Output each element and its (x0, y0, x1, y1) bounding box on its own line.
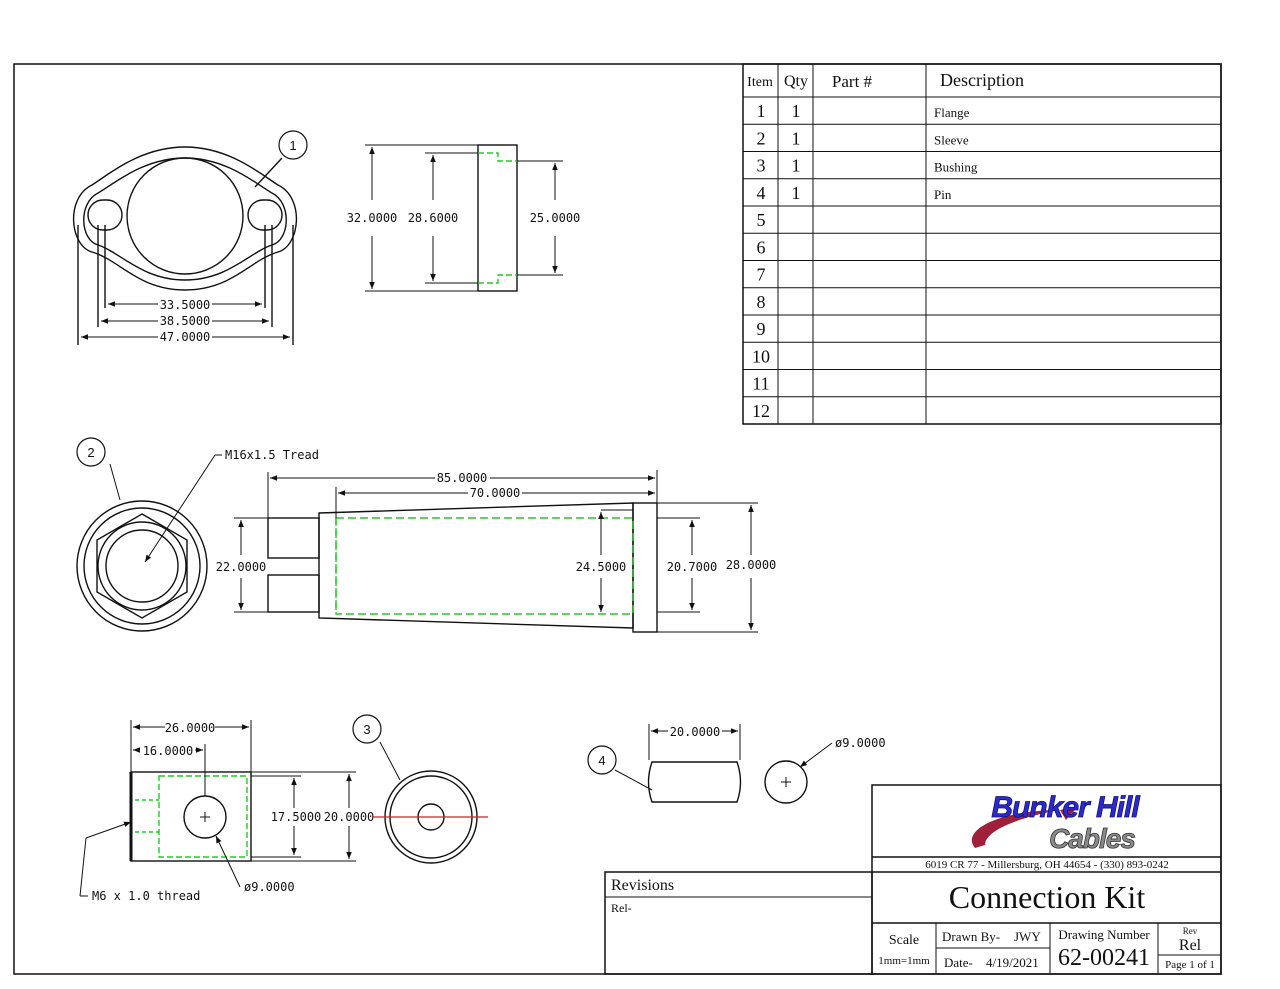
rev-value: Rel (1179, 937, 1202, 954)
bom-cell-qty: 1 (792, 183, 801, 203)
dim-bush-16: 16.0000 (143, 744, 194, 758)
bom-cell-item: 1 (757, 101, 766, 121)
bom-cell-item: 3 (757, 156, 766, 176)
pin-view (614, 724, 833, 804)
note-thread: M16x1.5 Tread (225, 448, 319, 462)
bom-cell-item: 5 (757, 210, 766, 230)
bom-cell-description: Pin (934, 187, 952, 202)
bom-cell-item: 9 (757, 319, 766, 339)
flange-dimensions (81, 301, 290, 340)
date-value: 4/19/2021 (986, 955, 1039, 970)
bom-cell-item: 8 (757, 292, 766, 312)
balloon-1-label: 1 (289, 138, 296, 153)
logo-line2: Cables (1049, 823, 1135, 854)
dim-bush-d9: ø9.0000 (244, 880, 295, 894)
flange-side-view (365, 144, 563, 292)
dim-pin-20: 20.0000 (670, 725, 721, 739)
bom-header-description: Description (940, 70, 1024, 90)
bushing-end-view (372, 741, 488, 864)
dim-side-25: 25.0000 (530, 211, 581, 225)
company-address: 6019 CR 77 - Millersburg, OH 44654 - (33… (925, 859, 1169, 871)
balloon-3-label: 3 (363, 722, 370, 737)
dim-bush-17: 17.5000 (271, 810, 322, 824)
title-block (604, 784, 1222, 975)
bom-cell-item: 6 (757, 237, 766, 257)
drawing-title: Connection Kit (949, 879, 1146, 915)
bom-cell-item: 11 (752, 374, 769, 394)
dim-sleeve-85: 85.0000 (437, 471, 488, 485)
dim-sleeve-24: 24.5000 (576, 560, 627, 574)
balloon-2-label: 2 (87, 445, 94, 460)
bom-cell-qty: 1 (792, 156, 801, 176)
balloon-4 (587, 745, 617, 775)
dim-pin-d9: ø9.0000 (835, 736, 886, 750)
bom-cell-item: 4 (757, 183, 766, 203)
dim-bush-26: 26.0000 (165, 721, 216, 735)
bushing-side-view (79, 720, 356, 897)
bom-cell-description: Sleeve (934, 132, 969, 147)
rev-label: Rev (1183, 926, 1198, 936)
balloon-2 (76, 437, 106, 467)
scale-label: Scale (889, 933, 919, 948)
logo-line1: Bunker Hill (991, 791, 1140, 824)
bom-header-item: Item (747, 75, 773, 90)
bom-cell-item: 10 (752, 346, 770, 366)
dim-side-32: 32.0000 (347, 211, 398, 225)
dim-side-28: 28.6000 (408, 211, 459, 225)
dim-bush-20: 20.0000 (324, 810, 375, 824)
balloon-4-label: 4 (598, 753, 605, 768)
dim-sleeve-70: 70.0000 (470, 486, 521, 500)
dim-flange-33: 33.5000 (160, 298, 211, 312)
drawing-number: 62-00241 (1058, 945, 1150, 971)
balloon-1 (278, 130, 308, 160)
bom-cell-description: Bushing (934, 160, 978, 175)
revision-entry: Rel- (611, 901, 632, 915)
balloon-3 (352, 714, 382, 744)
bom-cell-description: Flange (934, 105, 970, 120)
dim-sleeve-20: 20.7000 (667, 560, 718, 574)
dim-sleeve-22: 22.0000 (216, 560, 267, 574)
drawing-number-label: Drawing Number (1058, 927, 1150, 942)
company-logo: Bunker Hill Cables (971, 791, 1142, 854)
sleeve-end-view (76, 454, 222, 632)
bom-cell-qty: 1 (792, 128, 801, 148)
bom-cell-qty: 1 (792, 101, 801, 121)
drawn-by-value: JWY (1014, 929, 1041, 944)
bom-header-part: Part # (832, 72, 873, 91)
dim-flange-38: 38.5000 (160, 314, 211, 328)
flange-front-view (72, 146, 298, 345)
dim-flange-47: 47.0000 (160, 330, 211, 344)
drawn-by-label: Drawn By- (942, 929, 1000, 944)
note-bush-thread: M6 x 1.0 thread (92, 889, 200, 903)
bom-cell-item: 12 (752, 401, 770, 421)
bom-header-qty: Qty (784, 73, 808, 90)
sheet-border (13, 63, 1222, 975)
revisions-label: Revisions (611, 877, 674, 894)
bom-cell-item: 2 (757, 128, 766, 148)
page-indicator: Page 1 of 1 (1165, 959, 1215, 971)
sleeve-side-view (234, 470, 758, 633)
date-label: Date- (944, 955, 973, 970)
bom-cell-item: 7 (757, 265, 766, 285)
dim-sleeve-28: 28.0000 (726, 558, 777, 572)
scale-value: 1mm=1mm (878, 955, 930, 967)
